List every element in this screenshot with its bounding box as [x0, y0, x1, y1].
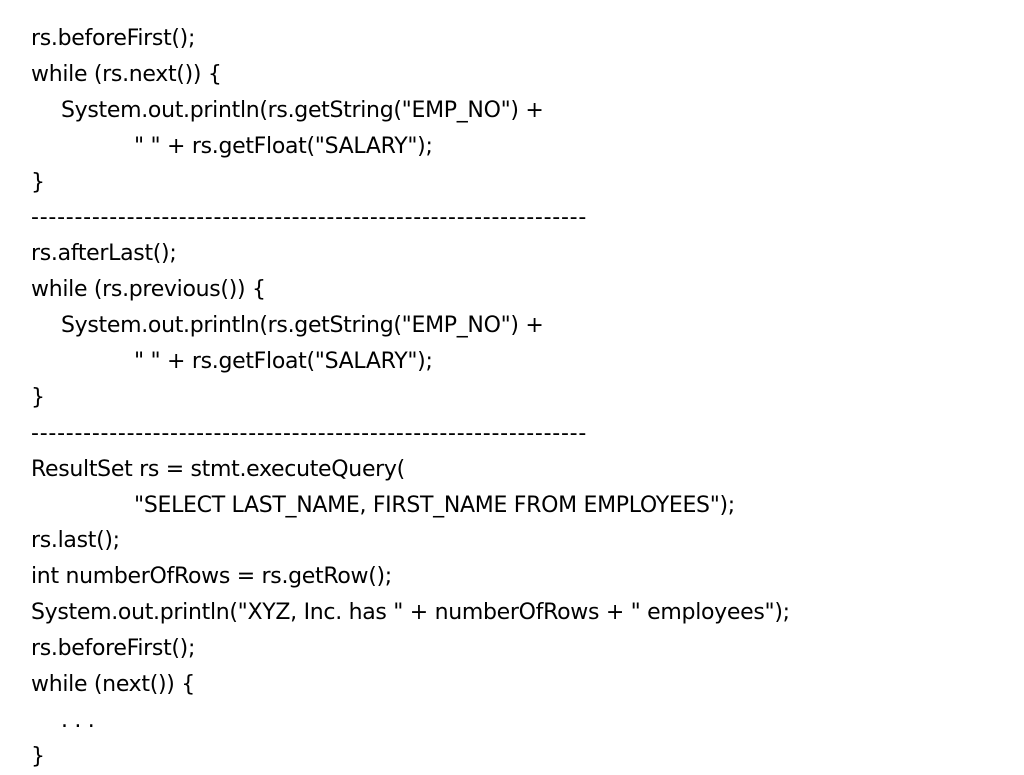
- code-line: System.out.println(rs.getString("EMP_NO"…: [61, 313, 544, 339]
- code-line: while (rs.next()) {: [31, 61, 222, 87]
- code-line: while (next()) {: [31, 672, 195, 698]
- code-line: rs.beforeFirst();: [31, 26, 196, 51]
- separator-line: ----------------------------------------…: [31, 205, 588, 231]
- code-line: int numberOfRows = rs.getRow();: [31, 564, 392, 590]
- code-line: " " + rs.getFloat("SALARY");: [134, 349, 433, 375]
- code-line: }: [31, 384, 45, 410]
- code-line: while (rs.previous()) {: [31, 277, 266, 303]
- code-line: . . .: [61, 707, 95, 733]
- code-line: ResultSet rs = stmt.executeQuery(: [31, 456, 405, 482]
- code-line: System.out.println(rs.getString("EMP_NO"…: [61, 97, 544, 123]
- code-line: " " + rs.getFloat("SALARY");: [134, 133, 433, 159]
- separator-line: ----------------------------------------…: [31, 420, 588, 446]
- code-line: }: [31, 169, 45, 195]
- code-line: }: [31, 743, 45, 769]
- code-listing: rs.beforeFirst(); while (rs.next()) { Syst…: [31, 21, 790, 775]
- code-line: rs.beforeFirst();: [31, 636, 196, 662]
- code-line: rs.afterLast();: [31, 241, 177, 267]
- code-line: rs.last();: [31, 528, 120, 554]
- code-line: System.out.println("XYZ, Inc. has " + nu…: [31, 600, 790, 626]
- code-line: "SELECT LAST_NAME, FIRST_NAME FROM EMPLO…: [134, 492, 735, 518]
